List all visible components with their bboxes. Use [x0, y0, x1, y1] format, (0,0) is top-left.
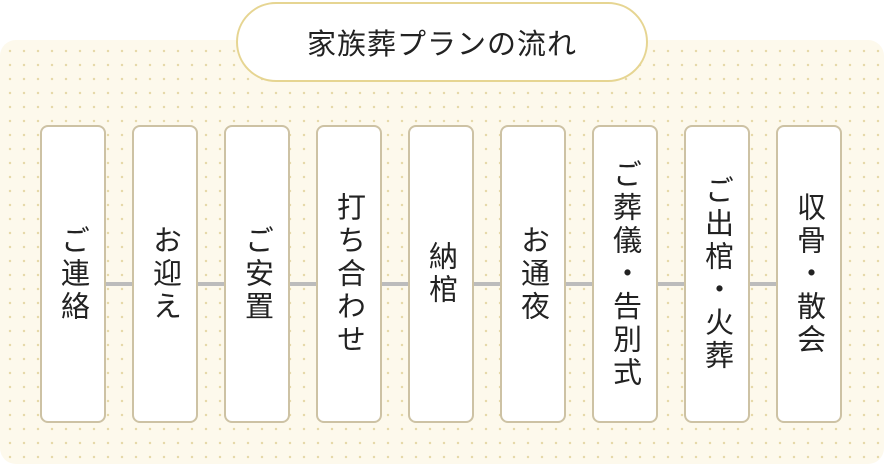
step-label: 収骨・散会: [792, 191, 827, 357]
step-label: ご安置: [240, 224, 275, 324]
step-label: ご葬儀・告別式: [608, 158, 643, 390]
step-laying-in-rest: ご安置: [224, 125, 290, 423]
step-bone-collection: 収骨・散会: [776, 125, 842, 423]
step-wake: お通夜: [500, 125, 566, 423]
step-label: お迎え: [148, 224, 183, 324]
step-label: ご出棺・火葬: [700, 175, 735, 373]
step-departure-cremation: ご出棺・火葬: [684, 125, 750, 423]
step-contact: ご連絡: [40, 125, 106, 423]
step-label: お通夜: [516, 224, 551, 324]
step-consultation: 打ち合わせ: [316, 125, 382, 423]
step-funeral-ceremony: ご葬儀・告別式: [592, 125, 658, 423]
step-pickup: お迎え: [132, 125, 198, 423]
step-label: ご連絡: [56, 224, 91, 324]
step-label: 納棺: [424, 241, 459, 307]
flow-title: 家族葬プランの流れ: [236, 2, 648, 82]
step-encoffining: 納棺: [408, 125, 474, 423]
step-label: 打ち合わせ: [332, 191, 367, 357]
